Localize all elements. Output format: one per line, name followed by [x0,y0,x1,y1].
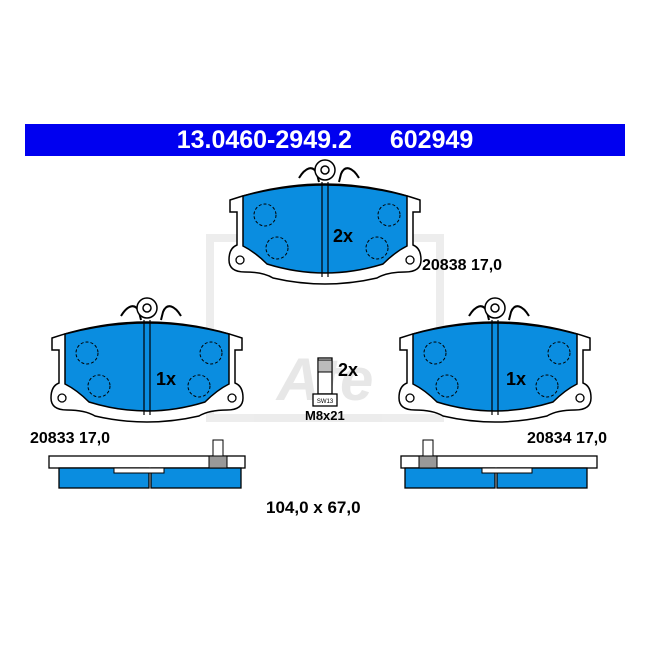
short-number: 602949 [389,125,474,154]
right-pad-ref: 20834 17,0 [527,430,608,447]
top-pad [228,159,422,285]
svg-text:SW13: SW13 [317,399,334,405]
header-bar: 13.0460-2949.2 602949 [25,124,625,156]
right-pad [398,297,592,423]
bolt-size: M8x21 [305,408,345,423]
left-pad-ref: 20833 17,0 [30,430,111,447]
right-pad-qty: 1x [506,369,527,389]
left-pad [50,297,244,423]
bolt-qty: 2x [338,360,359,380]
left-pad-qty: 1x [156,369,177,389]
top-pad-ref: 20838 17,0 [422,257,503,274]
top-pad-qty: 2x [333,226,354,246]
part-number: 13.0460-2949.2 [176,125,352,154]
dimensions: 104,0 x 67,0 [266,498,361,517]
bolt-icon: SW13 [312,357,338,407]
